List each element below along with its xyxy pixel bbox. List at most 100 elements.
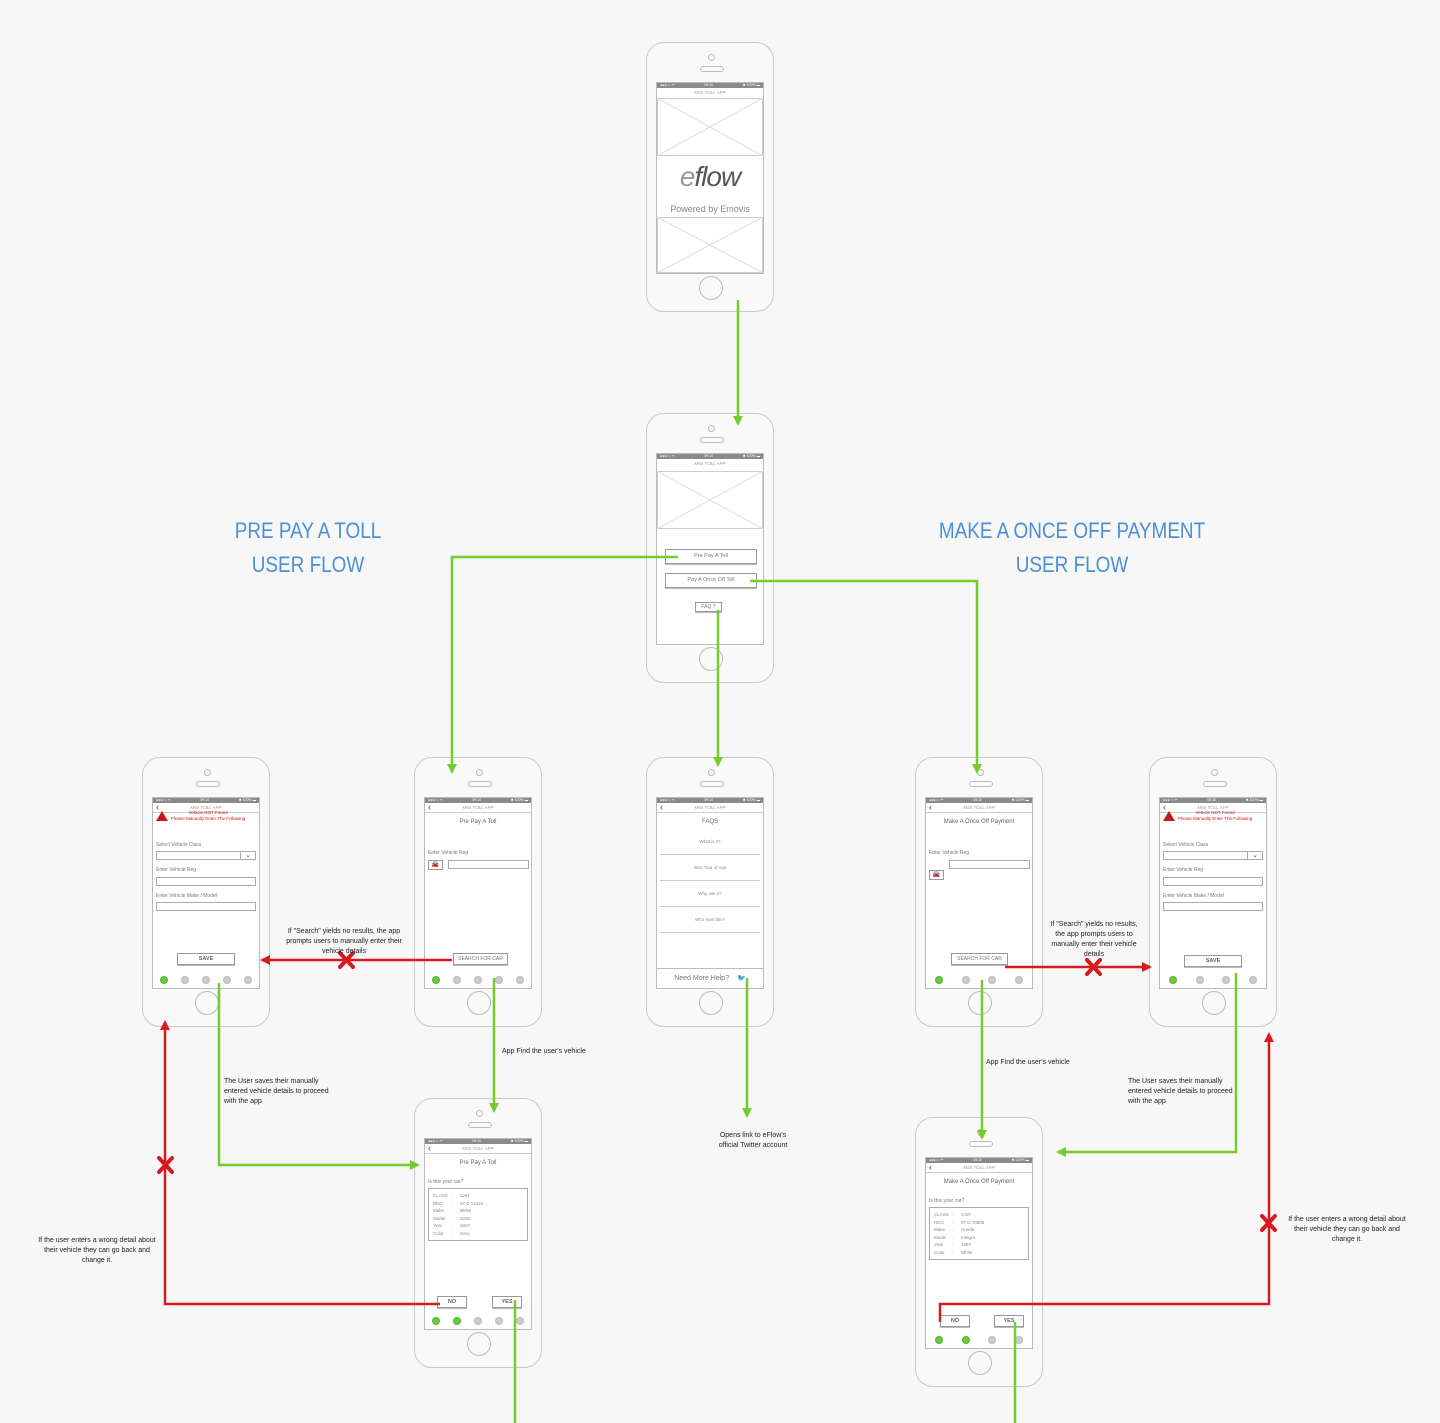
home-button[interactable] (699, 647, 723, 671)
home-button[interactable] (699, 991, 723, 1015)
back-icon[interactable]: ‹ (929, 1162, 932, 1172)
vehicle-reg-label: Enter Vehicle Reg (1163, 867, 1204, 873)
back-icon[interactable]: ‹ (156, 802, 159, 812)
speaker (468, 1122, 492, 1128)
onceoff-title-line1: MAKE A ONCE OFF PAYMENT (938, 518, 1206, 543)
faq-item[interactable]: What is it? (660, 829, 760, 855)
app-title: ‹M50 TOLL APP (926, 803, 1032, 813)
once-off-toll-button[interactable]: Pay A Once Off Toll (665, 573, 757, 588)
progress-dot (431, 1317, 440, 1325)
note-wrong-left: If the user enters a wrong detail about … (38, 1237, 156, 1264)
home-button[interactable] (467, 991, 491, 1015)
vehicle-class-select[interactable]: ⌄ (1163, 851, 1263, 860)
progress-dot (201, 976, 210, 984)
vehicle-class-select[interactable]: ⌄ (156, 851, 256, 860)
camera (1211, 769, 1218, 776)
app-title: ‹M50 TOLL APP (1160, 803, 1266, 813)
progress-dot (1014, 976, 1023, 984)
note-saves-left: The User saves their manually entered ve… (224, 1078, 329, 1105)
vehicle-reg-input[interactable] (448, 860, 529, 869)
progress-dot (516, 976, 525, 984)
progress-dot (180, 976, 189, 984)
home-button[interactable] (699, 276, 723, 300)
confirm-question: Is this your car? (929, 1198, 965, 1204)
detail-row: Model:Integra (934, 1234, 976, 1240)
save-button[interactable]: SAVE (177, 953, 235, 965)
camera (708, 769, 715, 776)
vehicle-reg-input[interactable] (156, 877, 256, 886)
faq-item[interactable]: Who runs this? (660, 907, 760, 933)
back-icon[interactable]: ‹ (428, 1143, 431, 1153)
progress-dot (473, 976, 482, 984)
no-button[interactable]: NO (437, 1296, 467, 1308)
progress-dot (452, 976, 461, 984)
speaker (700, 781, 724, 787)
progress-dot (935, 976, 944, 984)
need-help-bar[interactable]: Need More Help? 🐦 (657, 968, 763, 988)
home-button[interactable] (467, 1332, 491, 1356)
search-for-car-button[interactable]: SEARCH FOR CAR (951, 953, 1008, 965)
progress-dot (495, 1317, 504, 1325)
prepay-title-line2: USER FLOW (251, 552, 365, 577)
arrow-prepay-no (160, 1020, 440, 1306)
prepay-toll-button[interactable]: Pre Pay A Toll (665, 549, 757, 564)
back-icon[interactable]: ‹ (1163, 802, 1166, 812)
progress-dot (1222, 976, 1231, 984)
arrow-menu-to-prepay (447, 555, 678, 774)
screen-header: FAQS (701, 819, 718, 825)
back-icon[interactable]: ‹ (428, 802, 431, 812)
vehicle-reg-input[interactable] (949, 860, 1030, 869)
yes-button[interactable]: YES (994, 1315, 1024, 1327)
prepay-flow-title: PRE PAY A TOLL USER FLOW (213, 514, 402, 582)
detail-row: CLASS:CAR (433, 1193, 470, 1198)
vehicle-details: CLASS:CAR REG:07 D 13421 Make:BMW Model:… (428, 1188, 528, 1241)
faq-item[interactable]: Intro Tour of App (660, 855, 760, 881)
progress-dots (153, 976, 259, 984)
home-button[interactable] (968, 991, 992, 1015)
home-button[interactable] (968, 1351, 992, 1375)
detail-row: Year:2007 (433, 1223, 471, 1228)
app-title: M50 TOLL APP (694, 461, 726, 466)
reject-x-icon (1085, 958, 1102, 976)
vehicle-make-input[interactable] (156, 902, 256, 911)
back-icon[interactable]: ‹ (929, 802, 932, 812)
vehicle-make-input[interactable] (1163, 902, 1263, 911)
progress-dot (1169, 976, 1178, 984)
progress-dot (1195, 976, 1204, 984)
onceoff-title-line2: USER FLOW (1015, 552, 1129, 577)
home-button[interactable] (1202, 991, 1226, 1015)
save-button[interactable]: SAVE (1184, 955, 1242, 967)
progress-dot (223, 976, 232, 984)
screen-header: Pre Pay A Toll (459, 819, 497, 825)
back-icon[interactable]: ‹ (660, 802, 663, 812)
faq-button[interactable]: FAQ ? (695, 602, 722, 612)
image-placeholder (657, 98, 763, 156)
chevron-down-icon: ⌄ (240, 851, 255, 860)
camera (476, 769, 483, 776)
vehicle-reg-input[interactable] (1163, 877, 1263, 886)
twitter-icon[interactable]: 🐦 (737, 975, 746, 982)
search-for-car-button[interactable]: SEARCH FOR CAR (453, 953, 508, 965)
speaker (468, 781, 492, 787)
app-title: ‹M50 TOLL APP (425, 803, 531, 813)
faq-item[interactable]: Why use it? (660, 881, 760, 907)
onceoff-flow-title: MAKE A ONCE OFF PAYMENT USER FLOW (934, 514, 1209, 582)
car-icon: 🚘 (428, 860, 443, 870)
arrow-onceoff-saved (1056, 973, 1238, 1157)
progress-dots (926, 1336, 1032, 1344)
detail-row: Make:BMW (433, 1208, 471, 1213)
